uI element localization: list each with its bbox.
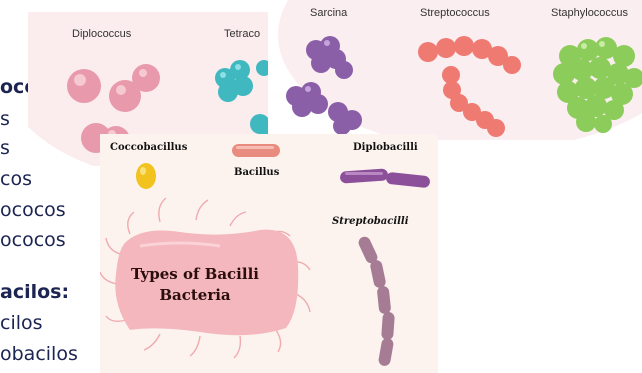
streptobacilli-icon — [357, 235, 395, 367]
bacilli-image: Coccobacillus Bacillus Diplobacilli Stre… — [100, 134, 438, 373]
bacilli-illustration — [100, 134, 438, 373]
bacilos-heading: acilos: — [0, 281, 69, 303]
bacilli-title-line2: Bacteria — [120, 285, 270, 306]
cocci-image-right: Sarcina Streptococcus Staphylococcus — [268, 0, 642, 140]
cocci-right-illustration — [268, 0, 642, 140]
cocos-item: cos — [0, 168, 32, 190]
bacillus-icon — [232, 144, 280, 157]
cocos-item: ococos — [0, 229, 66, 251]
coccobacillus-icon — [136, 163, 156, 189]
staphylococcus-icon — [553, 37, 642, 133]
bacilli-title: Types of Bacilli Bacteria — [120, 264, 270, 306]
bacilos-item: obacilos — [0, 343, 78, 365]
bacilos-item: cilos — [0, 312, 43, 334]
diplobacilli-icon — [340, 168, 431, 188]
cocos-item: s — [0, 108, 10, 130]
bacilli-title-line1: Types of Bacilli — [120, 264, 270, 285]
cocos-item: ococos — [0, 199, 66, 221]
cocos-item: s — [0, 137, 10, 159]
sarcina-icon — [286, 36, 362, 135]
streptococcus-icon — [418, 36, 521, 137]
